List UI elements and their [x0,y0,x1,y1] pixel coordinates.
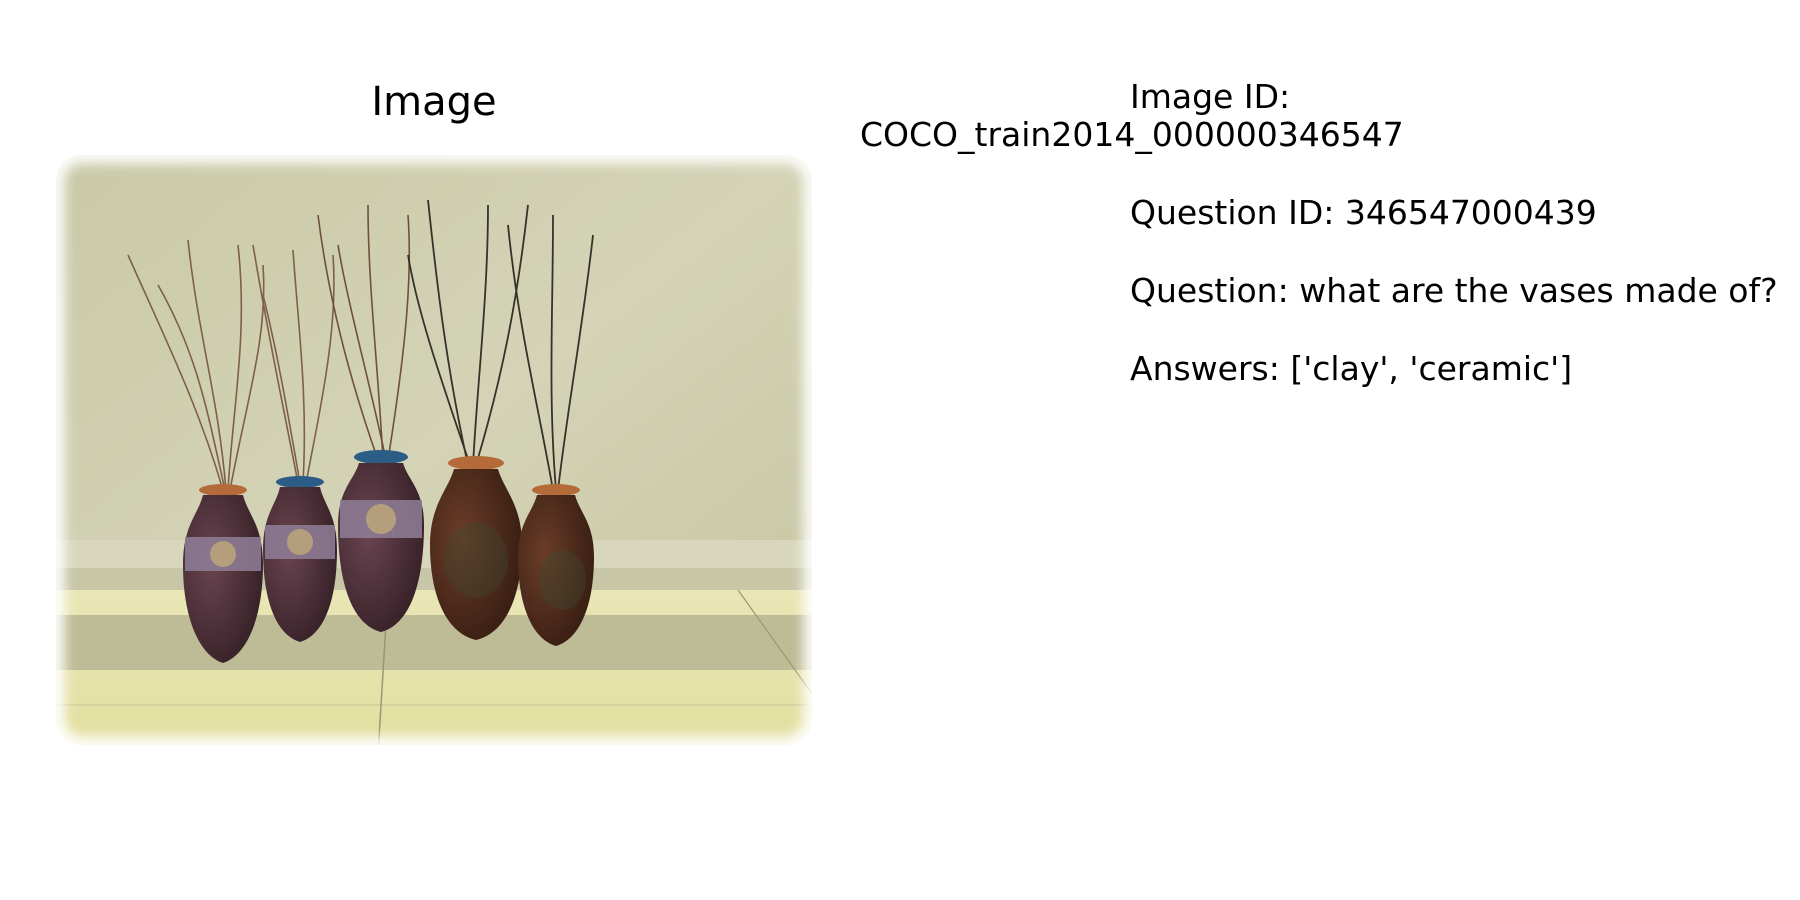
image-id-label: Image ID: [1130,77,1291,116]
question-id: Question ID: 346547000439 [1130,193,1597,232]
question-text: Question: what are the vases made of? [1130,271,1778,310]
vase-2 [263,476,337,642]
image-id-value: COCO_train2014_000000346547 [860,115,1404,154]
vases-photo [48,147,820,753]
answers-text: Answers: ['clay', 'ceramic'] [1130,349,1573,388]
vase-5 [518,484,594,646]
question-info: Image ID: COCO_train2014_000000346547 Qu… [860,78,1790,388]
vase-1 [183,484,263,663]
vase-3 [338,450,424,632]
vase-4 [430,456,522,640]
panel-title: Image [371,79,497,125]
